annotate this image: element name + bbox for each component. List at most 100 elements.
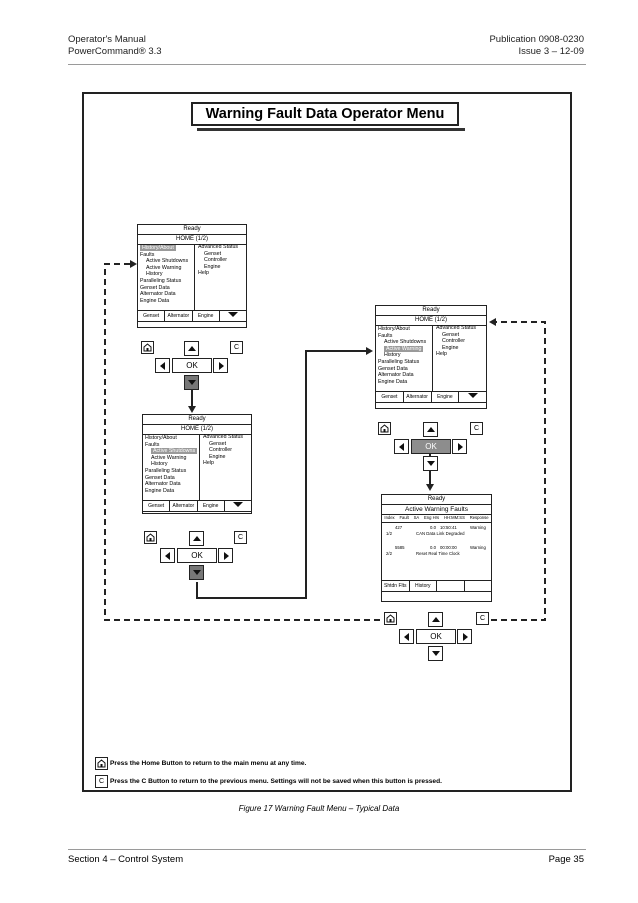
- menu-faults[interactable]: Faults: [145, 441, 160, 448]
- home-button[interactable]: [141, 341, 154, 354]
- menu-faults[interactable]: Faults: [140, 251, 155, 258]
- c-button[interactable]: C: [234, 531, 247, 544]
- menu-history[interactable]: History: [384, 352, 401, 359]
- softkey-history[interactable]: History: [410, 581, 437, 591]
- menu-engine[interactable]: Engine: [442, 344, 459, 351]
- ok-button[interactable]: OK: [416, 629, 456, 644]
- menu-help[interactable]: Help: [203, 460, 214, 467]
- menu-advanced-status[interactable]: Advanced Status: [203, 434, 244, 440]
- ok-button[interactable]: OK: [411, 439, 451, 454]
- menu-active-warning[interactable]: Active Warning: [384, 345, 424, 352]
- menu-advanced-status[interactable]: Advanced Status: [436, 325, 477, 331]
- menu-history[interactable]: History: [151, 461, 168, 468]
- down-arrow-button[interactable]: [428, 646, 443, 661]
- home-button[interactable]: [384, 612, 397, 625]
- up-arrow-button[interactable]: [423, 422, 438, 437]
- up-arrow-button[interactable]: [184, 341, 199, 356]
- menu-help[interactable]: Help: [436, 351, 447, 358]
- menu-genset-data[interactable]: Genset Data: [378, 365, 408, 372]
- publication-number: Publication 0908-0230: [489, 34, 584, 45]
- menu-genset-data[interactable]: Genset Data: [145, 474, 175, 481]
- left-arrow-button[interactable]: [399, 629, 414, 644]
- up-arrow-button[interactable]: [189, 531, 204, 546]
- menu-genset-data[interactable]: Genset Data: [140, 284, 170, 291]
- softkey-more[interactable]: [220, 311, 246, 321]
- fault-response: Warning: [470, 525, 486, 530]
- softkey-engine[interactable]: Engine: [193, 311, 220, 321]
- softkey-more[interactable]: [459, 392, 486, 402]
- home-button[interactable]: [144, 531, 157, 544]
- softkey-engine[interactable]: Engine: [432, 392, 460, 402]
- fault-description: CAN Data Link Degraded: [416, 531, 465, 536]
- menu-advanced-status[interactable]: Advanced Status: [198, 244, 239, 250]
- left-arrow-button[interactable]: [155, 358, 170, 373]
- chevron-down-icon: [227, 312, 238, 317]
- down-arrow-button[interactable]: [184, 375, 199, 390]
- softkey-alternator[interactable]: Alternator: [170, 501, 198, 511]
- down-arrow-button[interactable]: [189, 565, 204, 580]
- right-arrow-button[interactable]: [213, 358, 228, 373]
- home-icon: [146, 533, 155, 542]
- down-arrow-button[interactable]: [423, 456, 438, 471]
- c-button[interactable]: C: [230, 341, 243, 354]
- menu-alternator-data[interactable]: Alternator Data: [378, 372, 414, 379]
- menu-history-about[interactable]: History/About: [145, 435, 177, 441]
- up-arrow-button[interactable]: [428, 612, 443, 627]
- menu-help[interactable]: Help: [198, 270, 209, 277]
- menu-alternator-data[interactable]: Alternator Data: [145, 481, 181, 488]
- faults-screen-title: Active Warning Faults: [382, 505, 491, 515]
- menu-history[interactable]: History: [146, 271, 163, 278]
- screen-left-menu: History/About Faults Active Shutdowns Ac…: [145, 435, 198, 494]
- menu-active-shutdowns[interactable]: Active Shutdowns: [151, 448, 198, 455]
- menu-engine[interactable]: Engine: [209, 453, 226, 460]
- softkey-genset[interactable]: Genset: [143, 501, 171, 511]
- home-button[interactable]: [378, 422, 391, 435]
- menu-history-about[interactable]: History/About: [378, 326, 410, 332]
- faults-column-headers: Index Fault SA Eng Hrs HH:MM:SS Response: [382, 514, 491, 523]
- menu-engine-data[interactable]: Engine Data: [140, 297, 170, 304]
- softkey-engine[interactable]: Engine: [198, 501, 225, 511]
- softkey-more[interactable]: [225, 501, 251, 511]
- menu-engine[interactable]: Engine: [204, 263, 221, 270]
- c-button[interactable]: C: [476, 612, 489, 625]
- right-arrow-button[interactable]: [457, 629, 472, 644]
- col-time: HH:MM:SS: [443, 515, 465, 520]
- menu-genset[interactable]: Genset: [442, 331, 460, 338]
- menu-paralleling-status[interactable]: Paralleling Status: [140, 277, 182, 284]
- menu-controller[interactable]: Controller: [209, 447, 232, 454]
- right-arrow-button[interactable]: [218, 548, 233, 563]
- menu-alternator-data[interactable]: Alternator Data: [140, 291, 176, 298]
- softkey-alternator[interactable]: Alternator: [165, 311, 193, 321]
- ok-button[interactable]: OK: [177, 548, 217, 563]
- menu-controller[interactable]: Controller: [442, 338, 465, 345]
- softkey-blank-2[interactable]: [465, 581, 492, 591]
- menu-genset[interactable]: Genset: [204, 250, 222, 257]
- softkey-alternator[interactable]: Alternator: [404, 392, 432, 402]
- fault-index: 2/2: [386, 551, 392, 556]
- menu-active-shutdowns[interactable]: Active Shutdowns: [146, 258, 189, 265]
- left-arrow-button[interactable]: [160, 548, 175, 563]
- softkey-genset[interactable]: Genset: [138, 311, 166, 321]
- home-icon: [97, 759, 106, 768]
- right-arrow-button[interactable]: [452, 439, 467, 454]
- menu-active-warning[interactable]: Active Warning: [151, 454, 187, 461]
- softkey-shutdown-faults[interactable]: Shtdn Flts: [382, 581, 410, 591]
- menu-genset[interactable]: Genset: [209, 440, 227, 447]
- softkey-genset[interactable]: Genset: [376, 392, 404, 402]
- menu-engine-data[interactable]: Engine Data: [145, 487, 175, 494]
- menu-active-warning[interactable]: Active Warning: [146, 264, 182, 271]
- faults-softkeys: Shtdn Flts History: [382, 580, 491, 592]
- left-arrow-button[interactable]: [394, 439, 409, 454]
- menu-paralleling-status[interactable]: Paralleling Status: [145, 467, 187, 474]
- menu-faults[interactable]: Faults: [378, 332, 393, 339]
- softkey-blank-1[interactable]: [437, 581, 465, 591]
- c-button[interactable]: C: [470, 422, 483, 435]
- menu-controller[interactable]: Controller: [204, 257, 227, 264]
- menu-engine-data[interactable]: Engine Data: [378, 378, 408, 385]
- home-icon: [143, 343, 152, 352]
- ok-button[interactable]: OK: [172, 358, 212, 373]
- menu-paralleling-status[interactable]: Paralleling Status: [378, 358, 420, 365]
- screen-right-menu: Advanced Status Genset Controller Engine…: [194, 244, 238, 310]
- menu-active-shutdowns[interactable]: Active Shutdowns: [384, 339, 427, 346]
- menu-history-about[interactable]: History/About: [140, 245, 176, 251]
